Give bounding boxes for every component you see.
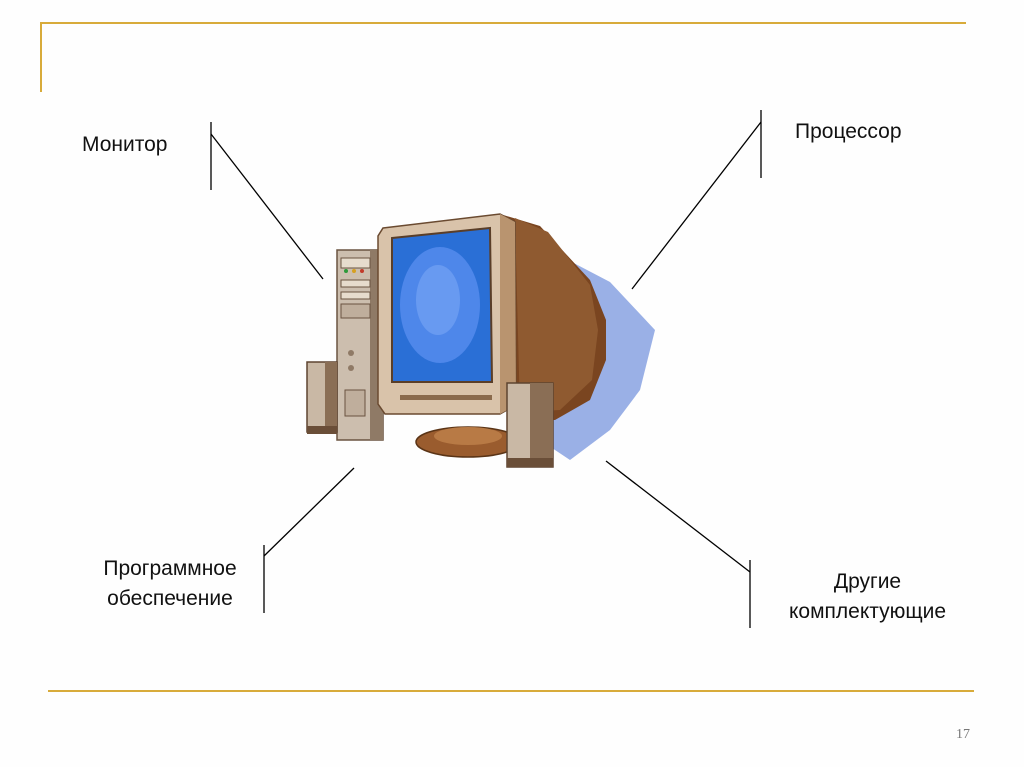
- processor-label: Процессор: [795, 117, 902, 147]
- other-connector: [606, 461, 750, 572]
- monitor-controls: [400, 395, 492, 400]
- other-components-label: Другие комплектующие: [765, 567, 970, 627]
- software-label: Программное обеспечение: [62, 554, 278, 614]
- software-label-line1: Программное: [62, 554, 278, 584]
- software-connector: [264, 468, 354, 556]
- other-label-line1: Другие: [765, 567, 970, 597]
- processor-connector: [632, 122, 761, 289]
- software-label-line2: обеспечение: [62, 584, 278, 614]
- computer-illustration: [307, 214, 655, 467]
- monitor-connector: [211, 134, 323, 279]
- monitor-label: Монитор: [82, 130, 167, 160]
- other-label-line2: комплектующие: [765, 597, 970, 627]
- page-number: 17: [940, 727, 970, 743]
